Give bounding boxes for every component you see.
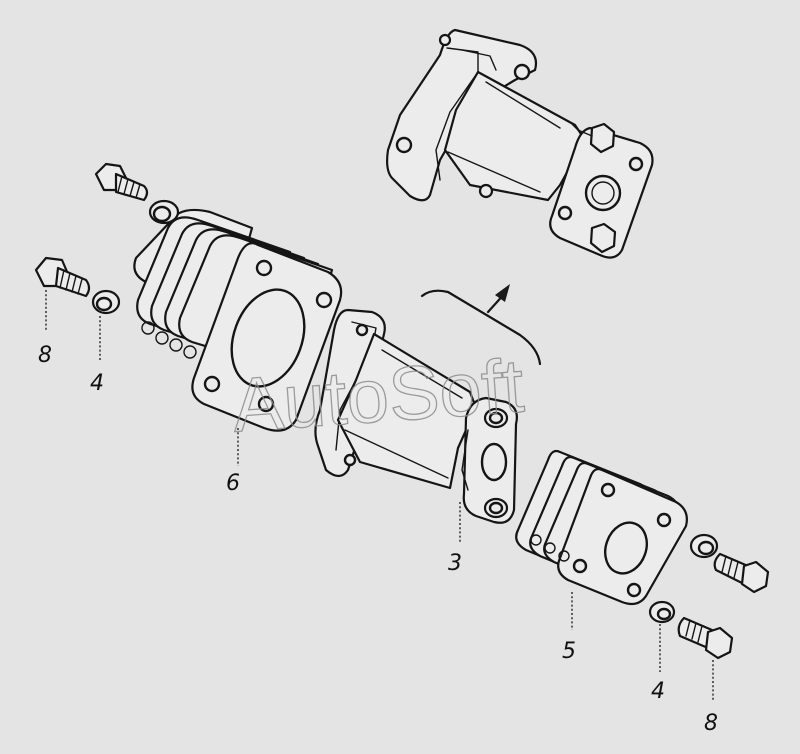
callout-6: 6 (226, 471, 240, 496)
small-gasket-hole (656, 512, 672, 528)
gasket-bolt-hole (203, 375, 221, 393)
part-5-gasket-stack (515, 449, 688, 606)
bolt-shank (114, 172, 149, 202)
small-gasket-hole (626, 582, 642, 598)
bolt-thread (117, 175, 141, 199)
assembled-stud (438, 33, 452, 47)
adapter-body (336, 332, 478, 490)
adapter-small-flange-rim (461, 429, 469, 491)
adapter-body-edge (344, 429, 449, 479)
assembled-small-flange-hole (628, 156, 644, 172)
assembled-flange-rim (461, 49, 497, 71)
adapter-small-boss-hole (488, 411, 504, 425)
assembled-tube-edge (485, 81, 561, 129)
assembled-tube-edge (447, 151, 541, 193)
assembled-stud (478, 183, 494, 199)
washer-hole (95, 296, 113, 312)
assembled-flange-hole (513, 63, 531, 81)
gasket-bore (230, 288, 306, 388)
small-gasket-bore (604, 521, 648, 575)
adapter-body-edge (381, 349, 463, 399)
bolt-thread (59, 269, 83, 295)
assembly-arrow (420, 284, 542, 366)
assembly-arrow-head (495, 284, 510, 302)
bolt-shank (713, 552, 750, 586)
leader-lines (45, 290, 714, 702)
gasket-side-hole (169, 338, 183, 352)
assembled-bolt-head (589, 222, 617, 254)
washer-hole (697, 540, 715, 556)
callout-3: 3 (448, 551, 462, 576)
part-3-pipe-adapter (314, 308, 518, 524)
gasket-bolt-hole (315, 291, 333, 309)
assembled-small-flange-hole (557, 205, 573, 221)
gasket-bolt-hole (255, 259, 273, 277)
small-gasket-side-hole (558, 550, 570, 562)
bolt-thread (685, 619, 703, 643)
bolt-head (704, 626, 734, 660)
callout-4-left: 4 (90, 371, 104, 396)
bolt-shank (54, 266, 91, 298)
callout-5: 5 (562, 639, 576, 664)
assembled-small-flange-bore (584, 174, 622, 212)
bolt-head (740, 560, 770, 594)
small-gasket-side-hole (544, 542, 556, 554)
assembled-view (386, 28, 654, 259)
gasket-side-hole (155, 331, 169, 345)
gasket-side-hole (141, 321, 155, 335)
assembly-bracket (420, 289, 542, 366)
fasteners-left (34, 162, 180, 315)
callout-8-right: 8 (704, 711, 718, 736)
assembled-bolt-shank (571, 123, 593, 137)
watermark: AutoSoft (230, 343, 527, 448)
callout-4-right: 4 (651, 679, 665, 704)
bolt-thread (721, 555, 739, 579)
part-6-gasket-stack (133, 208, 343, 432)
adapter-flange-hole (343, 453, 357, 467)
small-gasket-hole (572, 558, 588, 574)
adapter-flange-hole (355, 323, 369, 337)
small-gasket-hole (600, 482, 616, 498)
callouts: 8 4 6 3 5 4 8 (38, 343, 718, 736)
gasket-side-hole (183, 345, 197, 359)
adapter-small-boss-hole (488, 501, 504, 515)
small-gasket-side-hole (530, 534, 542, 546)
assembled-flange-hole (395, 136, 413, 154)
callout-8-left: 8 (38, 343, 52, 368)
bolt-shank (677, 616, 714, 650)
washer-hole (152, 205, 172, 223)
adapter-small-bore (480, 442, 508, 482)
gasket-bolt-hole (257, 395, 275, 413)
assembled-bolt-head (589, 122, 616, 154)
assembled-flange-rim (435, 47, 479, 181)
washer-hole (656, 607, 672, 621)
fasteners-right (648, 533, 770, 660)
assembled-small-flange-bore (591, 181, 615, 205)
